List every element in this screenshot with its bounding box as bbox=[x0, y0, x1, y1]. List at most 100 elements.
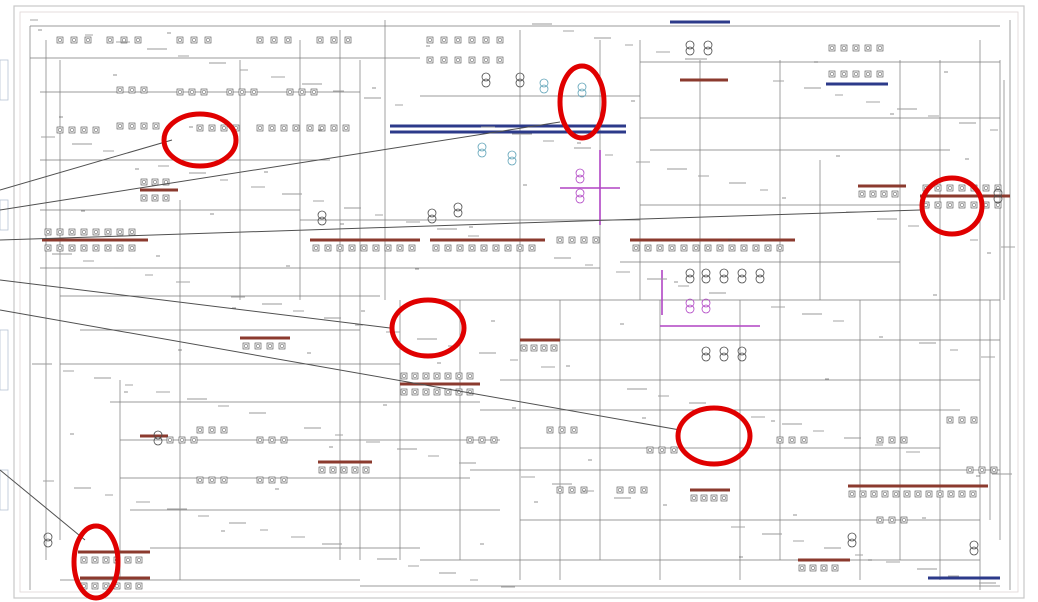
breaker-icon bbox=[983, 185, 989, 191]
breaker-icon bbox=[200, 88, 208, 96]
breaker-icon bbox=[870, 490, 878, 498]
transformer-icon bbox=[719, 274, 729, 284]
breaker-icon bbox=[280, 124, 288, 132]
breaker-icon bbox=[426, 56, 434, 64]
breaker-icon bbox=[286, 88, 294, 96]
transformer-icon bbox=[685, 274, 695, 284]
breaker-icon bbox=[840, 44, 848, 52]
transformer-icon bbox=[477, 142, 487, 152]
transformer-icon bbox=[701, 274, 711, 284]
breaker-icon bbox=[177, 37, 183, 43]
breaker-icon bbox=[278, 342, 286, 350]
breaker-icon bbox=[557, 487, 563, 493]
edge-fragment bbox=[0, 469, 9, 511]
breaker-icon bbox=[396, 244, 404, 252]
breaker-icon bbox=[593, 237, 599, 243]
breaker-icon bbox=[345, 37, 351, 43]
breaker-icon bbox=[798, 564, 806, 572]
breaker-icon bbox=[340, 466, 348, 474]
breaker-icon bbox=[753, 245, 759, 251]
breaker-icon bbox=[140, 178, 148, 186]
breaker-icon bbox=[92, 244, 100, 252]
breaker-icon bbox=[800, 436, 808, 444]
breaker-icon bbox=[128, 244, 136, 252]
breaker-icon bbox=[904, 491, 910, 497]
pointer-lines bbox=[0, 121, 921, 541]
breaker-icon bbox=[190, 36, 198, 44]
transformer-icon bbox=[685, 298, 695, 308]
breaker-icon bbox=[580, 236, 588, 244]
breaker-icon bbox=[581, 487, 587, 493]
breaker-icon bbox=[128, 228, 136, 236]
breaker-icon bbox=[946, 416, 954, 424]
transformer-icon bbox=[153, 436, 163, 446]
breaker-icon bbox=[80, 244, 88, 252]
breaker-icon bbox=[412, 373, 418, 379]
breaker-icon bbox=[852, 70, 860, 78]
breaker-icon bbox=[777, 245, 783, 251]
breaker-icon bbox=[422, 388, 430, 396]
transformer-icon bbox=[969, 546, 979, 556]
breaker-icon bbox=[445, 389, 451, 395]
breaker-icon bbox=[692, 244, 700, 252]
breaker-icon bbox=[324, 244, 332, 252]
breaker-icon bbox=[197, 427, 203, 433]
breaker-icon bbox=[363, 467, 369, 473]
breaker-icon bbox=[858, 190, 866, 198]
breaker-icon bbox=[140, 194, 148, 202]
transformer-icon bbox=[701, 352, 711, 362]
breaker-icon bbox=[859, 490, 867, 498]
transformer-icon bbox=[477, 148, 487, 158]
breaker-icon bbox=[177, 89, 183, 95]
breaker-icon bbox=[669, 245, 675, 251]
transformer-icon bbox=[993, 194, 1003, 204]
breaker-icon bbox=[257, 37, 263, 43]
breaker-icon bbox=[312, 244, 320, 252]
breaker-icon bbox=[176, 88, 184, 96]
breaker-icon bbox=[457, 245, 463, 251]
breaker-icon bbox=[935, 202, 941, 208]
breaker-icon bbox=[152, 179, 158, 185]
transformer-icon bbox=[685, 304, 695, 314]
breaker-icon bbox=[257, 477, 263, 483]
breaker-icon bbox=[307, 125, 313, 131]
breaker-icon bbox=[982, 184, 990, 192]
breaker-icon bbox=[188, 88, 196, 96]
breaker-icon bbox=[629, 487, 635, 493]
breaker-icon bbox=[889, 517, 895, 523]
breaker-icon bbox=[788, 436, 796, 444]
breaker-icon bbox=[540, 344, 548, 352]
breaker-icon bbox=[106, 36, 114, 44]
breaker-icon bbox=[455, 388, 463, 396]
highlight-ellipse bbox=[919, 175, 985, 237]
breaker-icon bbox=[934, 184, 942, 192]
breaker-icon bbox=[455, 37, 461, 43]
breaker-icon bbox=[556, 486, 564, 494]
breaker-icon bbox=[209, 125, 215, 131]
breaker-icon bbox=[401, 389, 407, 395]
breaker-icon bbox=[408, 244, 416, 252]
breaker-icon bbox=[319, 467, 325, 473]
breaker-icon bbox=[280, 436, 288, 444]
breaker-icon bbox=[801, 437, 807, 443]
breaker-icon bbox=[256, 436, 264, 444]
breaker-icon bbox=[504, 244, 512, 252]
breaker-icon bbox=[670, 446, 678, 454]
transformer-icon bbox=[43, 538, 53, 548]
breaker-icon bbox=[105, 245, 111, 251]
breaker-icon bbox=[478, 436, 486, 444]
breaker-icon bbox=[316, 36, 324, 44]
breaker-icon bbox=[423, 389, 429, 395]
breaker-icon bbox=[136, 583, 142, 589]
breaker-icon bbox=[467, 437, 473, 443]
breaker-icon bbox=[226, 88, 234, 96]
transformer-icon bbox=[481, 78, 491, 88]
breaker-icon bbox=[550, 344, 558, 352]
transformer-icon bbox=[539, 78, 549, 88]
breaker-icon bbox=[140, 86, 148, 94]
breaker-icon bbox=[293, 125, 299, 131]
breaker-icon bbox=[257, 125, 263, 131]
breaker-icon bbox=[281, 125, 287, 131]
breaker-icon bbox=[444, 244, 452, 252]
breaker-icon bbox=[496, 36, 504, 44]
